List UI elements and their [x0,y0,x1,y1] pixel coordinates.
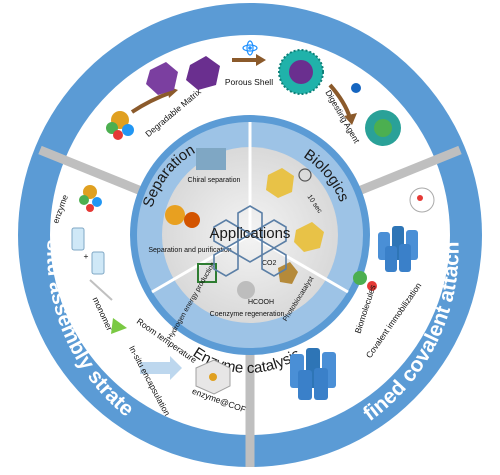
right-sector-graphics [290,187,435,400]
center-cof-lattice-icon [213,205,287,277]
label-plus: + [84,251,89,261]
timer-icon [298,168,312,182]
digesting-agent-dot-icon [351,83,361,93]
purification-particle-icon [184,212,200,228]
label-hcooh: HCOOH [248,299,274,306]
matrix-crystal-icon [186,56,220,90]
vial-1-icon [71,227,85,251]
protein-icon [106,111,134,140]
encapsulation-arrow-icon [140,356,182,380]
photobiocatalyst-icon [278,262,298,284]
enzyme-cof-core-icon [209,373,217,381]
enzyme-cluster-icon [79,185,102,212]
arrow-head-porous-icon [256,54,266,66]
monomer-triangle-icon [111,318,127,334]
vial-2-icon [91,251,105,275]
biologics-crystal-icon [266,168,294,198]
shell-pores-icon [278,49,324,95]
chiral-column-icon [196,148,226,170]
atom-icon [242,40,258,56]
purification-vessel-icon [165,205,185,225]
separation-graphics [165,148,226,228]
coenzyme-particle-icon [237,281,255,299]
biologics-framework-icon [294,222,324,252]
hydrogen-framework-icon [197,263,217,283]
pipette-icon [89,279,113,301]
arrow-head-digesting-icon [344,113,357,125]
left-sector-graphics [71,185,231,395]
center-label-applications: Applications [210,225,291,242]
inner-divider-right [249,233,349,294]
label-separation-purification: Separation and purification [148,247,231,254]
capsule-enzyme-icon [374,119,392,137]
molecule-dot-icon [417,195,423,201]
purple-crystal-icon [146,62,178,95]
top-sector-graphics [106,40,401,146]
shell-core-icon [289,60,313,84]
label-coenzyme: Coenzyme regeneration [210,311,285,318]
cof-channel-bundle-icon [378,226,418,272]
label-co2: CO2 [262,260,277,267]
biomolecule-green-icon [353,271,367,285]
biologics-graphics [266,168,324,252]
biomolecule-red-icon [367,281,377,291]
label-chiral-separation: Chiral separation [188,177,241,184]
cof-channel-bundle-bottom-icon [290,348,336,400]
label-porous-shell: Porous Shell [225,77,273,87]
catalysis-graphics [197,262,298,299]
